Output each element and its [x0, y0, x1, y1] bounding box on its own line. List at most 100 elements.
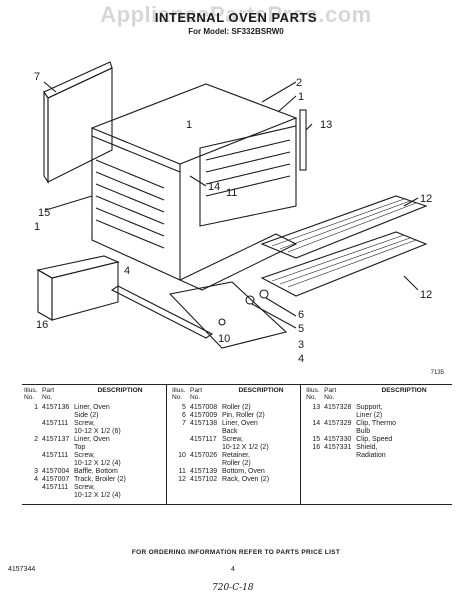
part-no: 4157117 — [189, 436, 217, 443]
header-illus: Illus. No. — [24, 387, 38, 401]
description: Support, Liner (2) — [356, 404, 383, 419]
part-no: 4157331 — [324, 444, 352, 451]
description: Retainer, Roller (2) — [221, 452, 251, 467]
header-illus: Illus. No. — [306, 387, 320, 401]
left-side-liner — [91, 135, 181, 281]
back-liner-side — [43, 90, 49, 184]
callout: 1 — [34, 221, 40, 233]
description: Liner, Oven Top — [74, 436, 110, 451]
part-no: 4157007 — [42, 476, 70, 483]
callout: 13 — [320, 119, 332, 131]
watermark: AppliancePartsPros.com — [100, 2, 372, 27]
header-description: DESCRIPTION — [381, 387, 427, 394]
illus-no — [24, 452, 42, 468]
callout: 1 — [298, 91, 304, 103]
part-no: 4157138 — [189, 420, 218, 427]
support-liner — [299, 109, 307, 171]
callout: 6 — [298, 309, 304, 321]
description: Shield, Radiation — [356, 444, 386, 459]
callout: 12 — [420, 289, 432, 301]
callout: 3 — [298, 339, 304, 351]
page-title: INTERNAL OVEN PARTS — [154, 10, 318, 25]
table-row: 4157111 Screw, 10-12 X 1/2 (4) — [24, 484, 164, 500]
callout: 2 — [296, 77, 302, 89]
illus-no: 15 — [312, 436, 321, 443]
oven-bottom — [178, 233, 298, 291]
illus-no: 12 — [178, 476, 186, 483]
description: Pin, Roller (2) — [221, 412, 265, 419]
callout: 12 — [420, 193, 432, 205]
bottom-baffle — [168, 281, 288, 349]
roller — [245, 295, 255, 305]
model-line: For Model: SF332BSRW0 — [188, 27, 284, 36]
back-liner-top — [43, 61, 113, 99]
callout: 10 — [218, 333, 230, 345]
description: Roller (2) — [221, 404, 251, 411]
part-no: 4157111 — [42, 484, 69, 491]
broiler-track — [110, 285, 214, 339]
part-no: 4157139 — [189, 468, 218, 475]
handwritten-note: 720-C-18 — [212, 583, 254, 593]
description: Screw, 10-12 X 1/2 (4) — [74, 484, 121, 499]
callout: 4 — [124, 265, 130, 277]
top-liner — [90, 83, 298, 165]
description: Rack, Oven (2) — [221, 476, 270, 483]
description: Clip, Speed — [356, 436, 393, 443]
illus-no: 6 — [182, 412, 186, 419]
rack-lower — [260, 231, 428, 297]
part-no: 4157329 — [324, 420, 352, 427]
exploded-parts-diagram: 7 2 1 13 1 14 11 15 1 12 4 16 6 5 10 3 4… — [34, 61, 432, 365]
illus-no: 2 — [34, 436, 38, 443]
back-liner-panel — [47, 67, 113, 183]
part-no: 4157008 — [189, 404, 218, 411]
ordering-note: FOR ORDERING INFORMATION REFER TO PARTS … — [131, 549, 341, 556]
part-no: 4157004 — [42, 468, 70, 475]
table-row: 4 4157007 Track, Broiler (2) — [24, 476, 164, 484]
illus-no — [24, 420, 42, 436]
illus-no: 16 — [312, 444, 321, 451]
illus-no: 14 — [312, 420, 321, 427]
retainer-roller — [218, 318, 226, 326]
right-side-liner — [199, 125, 297, 227]
description: Liner, Oven Back — [221, 420, 258, 435]
part-no: 4157136 — [42, 404, 70, 411]
illus-no: 11 — [178, 468, 186, 475]
description: Bottom, Oven — [221, 468, 265, 475]
illus-no: 3 — [34, 468, 38, 475]
callout: 4 — [298, 353, 304, 365]
figure-number: 7135 — [430, 370, 444, 376]
rack-upper — [260, 195, 428, 259]
illus-no — [24, 484, 42, 500]
callout: 7 — [34, 71, 40, 83]
description: Clip, Thermo Bulb — [356, 420, 397, 435]
part-no: 4157026 — [189, 452, 218, 459]
callout: 5 — [298, 323, 304, 335]
table-row: 4157117 Screw, 10-12 X 1/2 (2) — [172, 436, 298, 452]
description: Track, Broiler (2) — [74, 476, 126, 483]
part-no: 4157102 — [189, 476, 218, 483]
callout: 15 — [38, 207, 50, 219]
header-part: Part No. — [189, 387, 203, 401]
part-no: 4157330 — [324, 436, 352, 443]
illus-no: 4 — [34, 476, 38, 483]
description: Screw, 10-12 X 1/2 (2) — [221, 436, 269, 451]
radiation-shield — [36, 255, 120, 279]
illus-no: 5 — [182, 404, 186, 411]
header-description: DESCRIPTION — [97, 387, 143, 394]
